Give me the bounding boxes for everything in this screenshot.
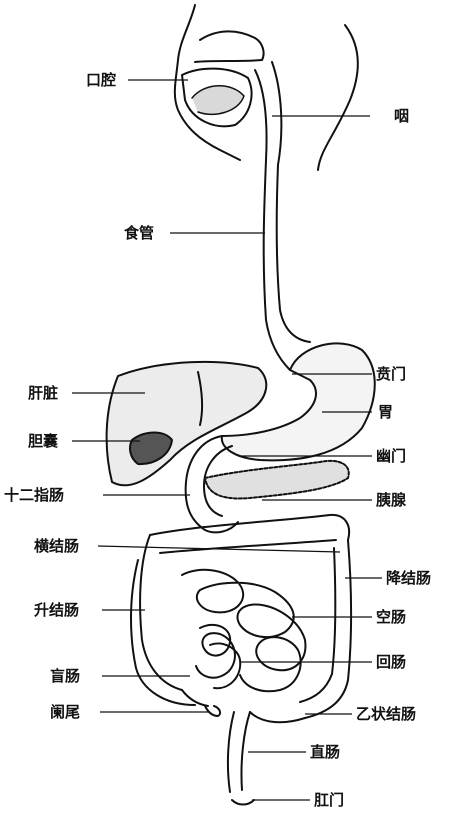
label-ascending-colon: 升结肠: [34, 601, 79, 619]
liver-shape: [107, 362, 267, 485]
leader-transverse-colon: [98, 546, 340, 552]
pharynx-wall: [255, 70, 267, 160]
pancreas-shape: [205, 461, 349, 499]
esophagus-tube-right: [277, 165, 310, 342]
label-pharynx: 咽: [394, 107, 409, 125]
label-mouth: 口腔: [86, 71, 116, 89]
anus-shape: [232, 800, 254, 805]
label-appendix: 阑尾: [50, 703, 80, 721]
head-outline: [175, 5, 240, 160]
label-rectum: 直肠: [310, 743, 340, 761]
small-intestine-loops-left: [196, 625, 235, 678]
label-anus: 肛门: [314, 791, 344, 809]
label-sigmoid-colon: 乙状结肠: [356, 705, 416, 723]
label-liver: 肝脏: [28, 384, 58, 402]
label-transverse-colon: 横结肠: [34, 537, 79, 555]
label-descending-colon: 降结肠: [386, 569, 431, 587]
label-stomach: 胃: [378, 403, 393, 421]
label-pylorus: 幽门: [376, 447, 406, 465]
sigmoid-colon-shape: [250, 712, 305, 722]
nasal-cavity: [195, 31, 264, 62]
ascending-colon-shape: [140, 535, 182, 690]
label-ileum: 回肠: [376, 653, 406, 671]
label-gallbladder: 胆囊: [28, 432, 58, 450]
label-cecum: 盲肠: [50, 667, 80, 685]
descending-colon-shape: [305, 540, 351, 718]
ileum-loop: [210, 643, 240, 688]
descending-colon-inner: [300, 548, 335, 702]
label-jejunum: 空肠: [376, 608, 406, 626]
rectum-shape: [241, 712, 250, 790]
label-cardia: 贲门: [376, 365, 406, 383]
tongue: [192, 86, 244, 115]
appendix-shape: [205, 706, 220, 716]
label-duodenum: 十二指肠: [4, 486, 64, 504]
rectum-outer: [228, 712, 234, 792]
label-pancreas: 胰腺: [376, 491, 406, 509]
pharynx-wall-outer: [272, 62, 281, 165]
transverse-colon-shape: [150, 515, 349, 540]
head-profile: [318, 25, 358, 170]
label-esophagus: 食管: [124, 224, 154, 242]
